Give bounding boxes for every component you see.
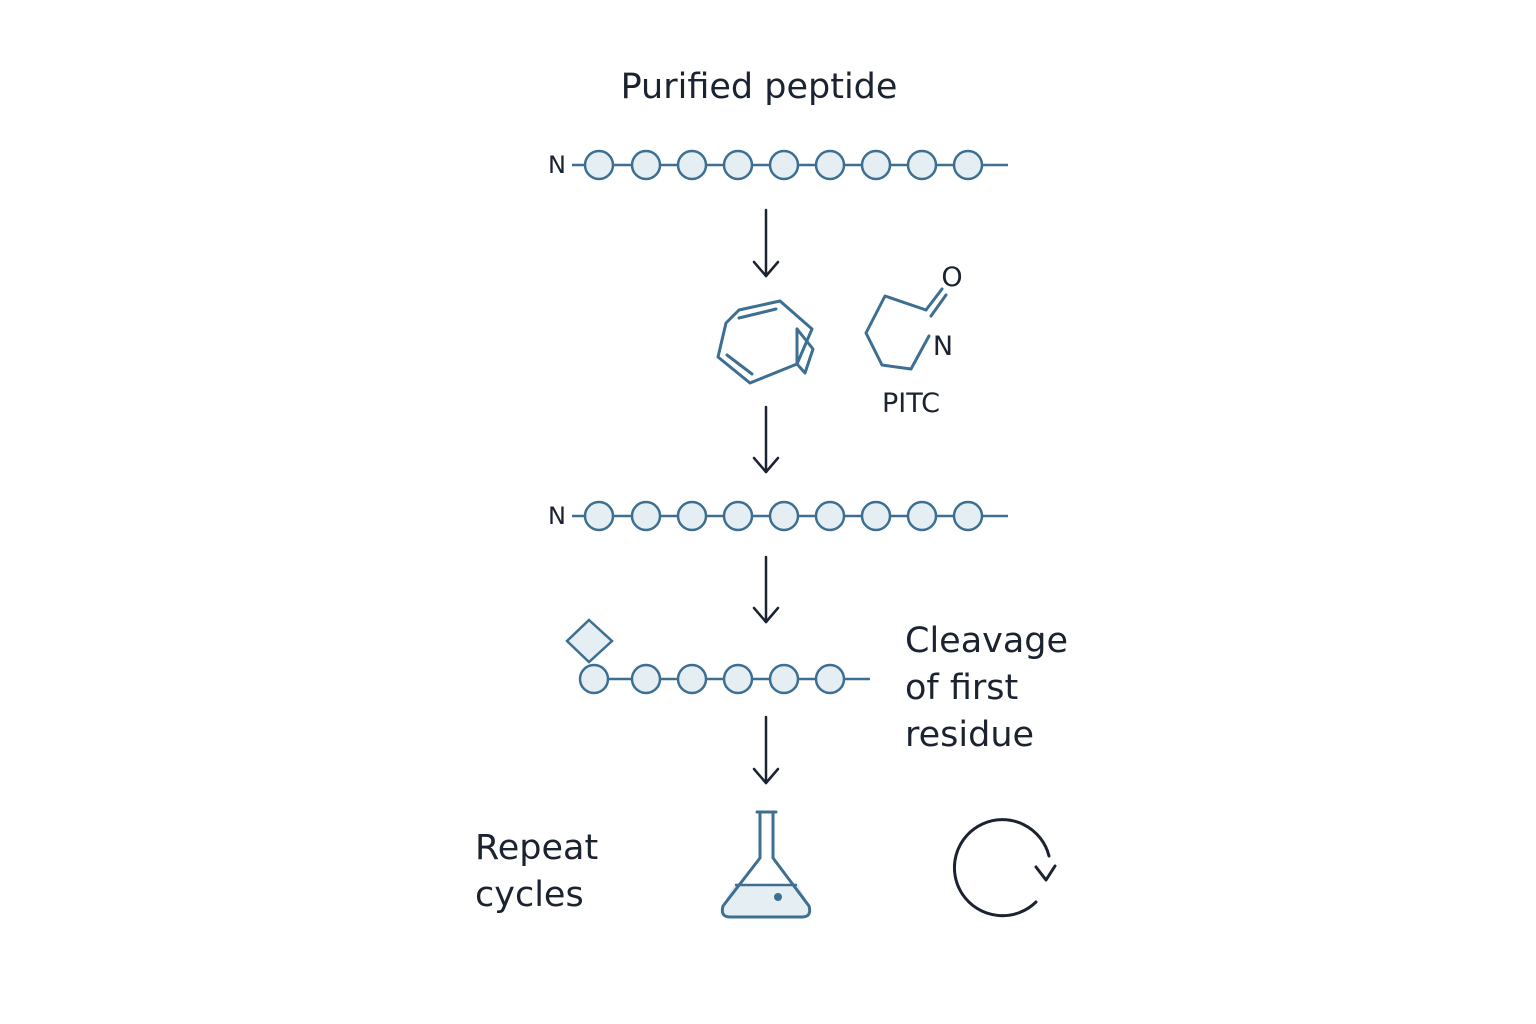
reagent-label: PITC xyxy=(882,388,940,419)
circular-arrow-icon xyxy=(952,818,1057,918)
cleaved-peptide-chain xyxy=(565,618,870,695)
residue-bead xyxy=(814,500,846,532)
residue-bead xyxy=(583,149,615,181)
residue-bead xyxy=(768,500,800,532)
bicyclic-ring-icon xyxy=(716,299,815,385)
n-terminus-label: N xyxy=(548,502,566,530)
svg-text:of first: of first xyxy=(905,668,1018,708)
n-terminus-label: N xyxy=(548,151,566,179)
repeat-cycles-label: Repeat cycles xyxy=(475,828,598,915)
title-label: Purified peptide xyxy=(621,67,898,107)
arrow-down-1 xyxy=(752,208,780,278)
residue-bead xyxy=(814,149,846,181)
peptide-chain-2: N xyxy=(548,500,1008,532)
residue-bead xyxy=(814,663,846,695)
arrow-down-3 xyxy=(752,555,780,624)
residue-bead xyxy=(768,149,800,181)
residue-bead xyxy=(722,663,754,695)
pyrrolidinone-ring-icon: O N xyxy=(864,262,963,371)
arrow-down-4 xyxy=(752,715,780,785)
residue-bead xyxy=(768,663,800,695)
residue-bead xyxy=(676,149,708,181)
residue-bead xyxy=(952,500,984,532)
residue-bead xyxy=(578,663,610,695)
svg-text:Cleavage: Cleavage xyxy=(905,621,1068,661)
cleavage-label: Cleavage of first residue xyxy=(905,621,1068,755)
residue-bead xyxy=(906,149,938,181)
diamond-tag-icon xyxy=(565,618,614,664)
residue-bead xyxy=(630,149,662,181)
residue-bead xyxy=(860,149,892,181)
svg-text:cycles: cycles xyxy=(475,875,584,915)
residue-bead xyxy=(630,663,662,695)
residue-bead xyxy=(952,149,984,181)
bead-group xyxy=(583,149,984,181)
residue-bead xyxy=(676,663,708,695)
residue-bead xyxy=(583,500,615,532)
ring-nitrogen-label: N xyxy=(933,331,953,362)
residue-bead xyxy=(630,500,662,532)
svg-text:Repeat: Repeat xyxy=(475,828,598,868)
peptide-chain-1: N xyxy=(548,149,1008,181)
svg-text:residue: residue xyxy=(905,715,1034,755)
erlenmeyer-flask-icon xyxy=(720,810,812,919)
ring-oxygen-label: O xyxy=(941,262,962,293)
residue-bead xyxy=(676,500,708,532)
residue-bead xyxy=(860,500,892,532)
residue-bead xyxy=(722,149,754,181)
residue-bead xyxy=(906,500,938,532)
bead-group xyxy=(578,663,846,695)
bead-group xyxy=(583,500,984,532)
residue-bead xyxy=(722,500,754,532)
arrow-down-2 xyxy=(752,405,780,474)
